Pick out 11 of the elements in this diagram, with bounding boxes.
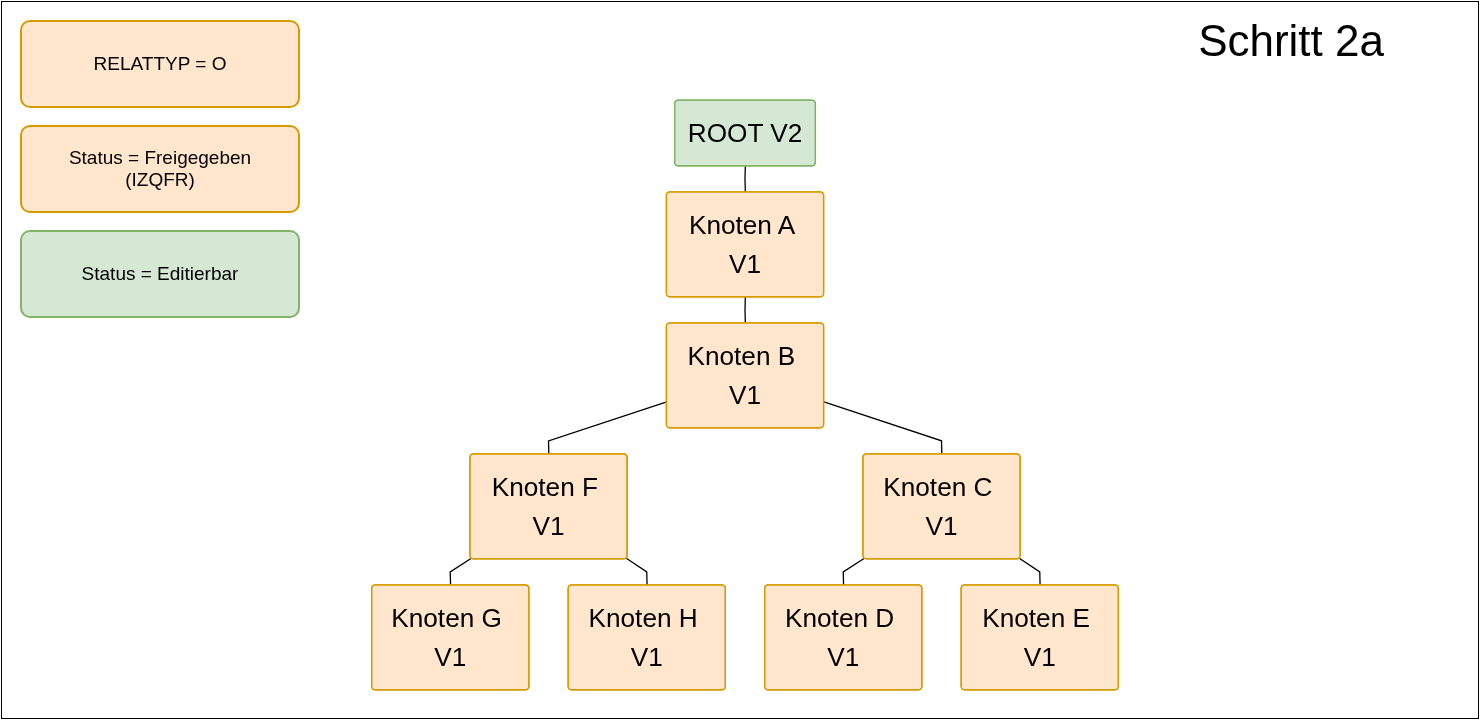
connector <box>842 557 866 586</box>
connector <box>744 165 746 193</box>
legend-swatch: Status = Editierbar <box>20 230 300 318</box>
connector <box>625 557 648 586</box>
connector <box>1018 557 1041 586</box>
connector <box>823 401 943 455</box>
connector <box>744 296 746 324</box>
connector <box>449 557 473 586</box>
diagram-title: Schritt 2a <box>1198 16 1384 66</box>
legend-swatch: RELATTYP = O <box>20 20 300 108</box>
legend-swatch: Status = Freigegeben (IZQFR) <box>20 125 300 213</box>
